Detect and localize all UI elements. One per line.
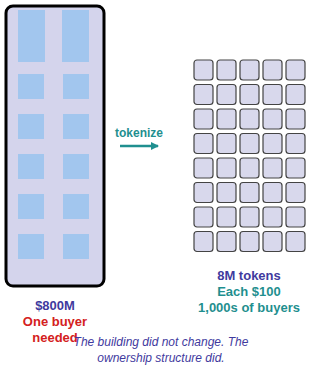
- note-label: Each $100: [189, 284, 309, 300]
- caption: The building did not change. The ownersh…: [61, 334, 261, 366]
- edge-label: tokenize: [113, 126, 165, 140]
- value-label: 8M tokens: [189, 268, 309, 284]
- note-label: 1,000s of buyers: [189, 300, 309, 316]
- arrow-connector: [120, 145, 158, 148]
- token-node: 8M tokensEach $1001,000s of buyers: [189, 58, 309, 316]
- building-node: $800MOne buyer needed: [4, 4, 106, 346]
- value-label: $800M: [10, 298, 100, 314]
- building-illustration: [4, 4, 106, 288]
- token-grid: [189, 58, 309, 256]
